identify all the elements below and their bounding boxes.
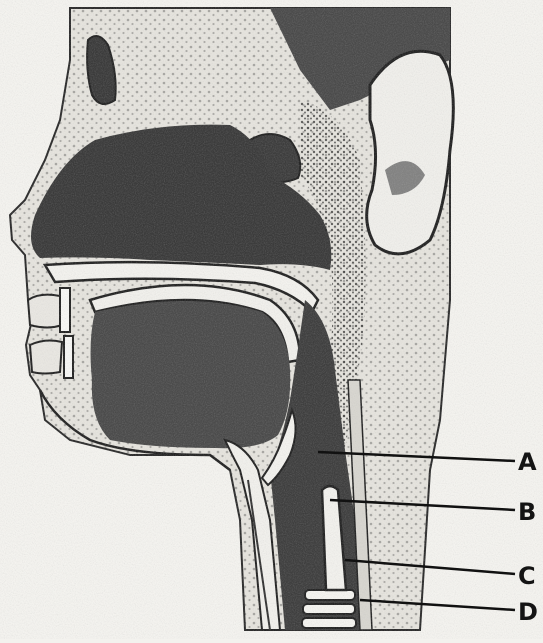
label-a: A — [518, 448, 537, 476]
label-d: D — [518, 598, 538, 626]
label-c: C — [518, 562, 536, 590]
label-b: B — [518, 498, 536, 526]
